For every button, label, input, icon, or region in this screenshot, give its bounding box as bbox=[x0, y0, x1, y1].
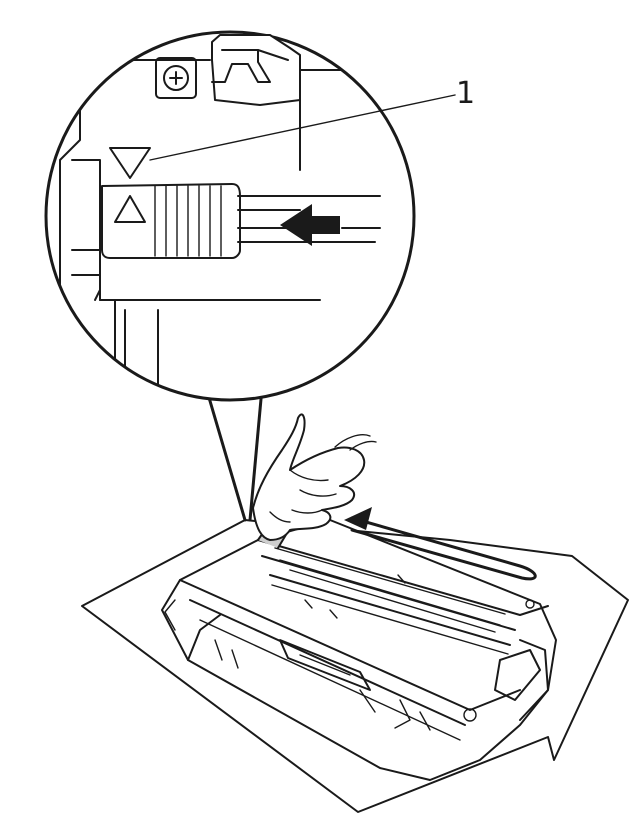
callout-number: 1 bbox=[456, 76, 475, 111]
callout-1: 1 bbox=[149, 76, 475, 161]
triangle-down-marker-icon bbox=[109, 147, 151, 179]
push-arrow-icon bbox=[280, 204, 340, 246]
screw-icon bbox=[155, 57, 197, 99]
drum-unit bbox=[161, 519, 557, 781]
hand bbox=[252, 413, 377, 541]
zoom-callout-tail bbox=[203, 382, 264, 522]
green-slider-tab bbox=[101, 183, 241, 259]
triangle-up-marker-icon bbox=[114, 195, 146, 223]
slide-direction-arrow-icon bbox=[344, 507, 537, 581]
latch-clip bbox=[211, 34, 301, 106]
